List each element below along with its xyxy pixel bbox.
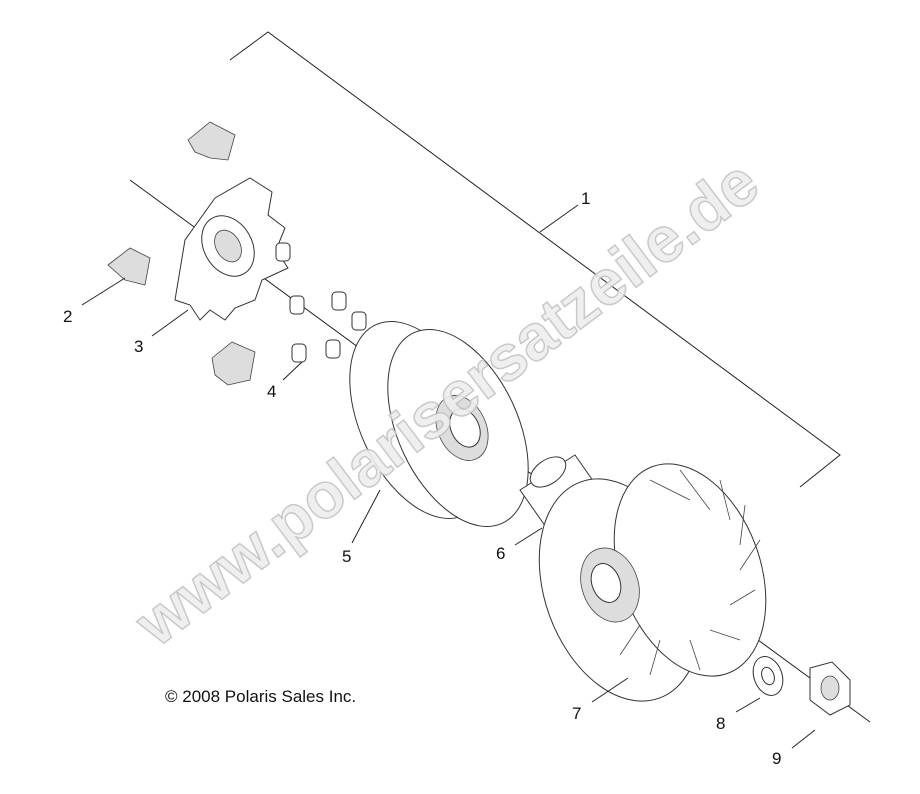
callout-5: 5 <box>342 547 351 566</box>
fan-sheave <box>538 463 767 702</box>
callout-4: 4 <box>267 382 276 401</box>
slider-block <box>107 121 256 386</box>
roller <box>275 242 367 363</box>
hex-nut <box>809 661 851 716</box>
pulley-sheave <box>349 321 529 527</box>
washer <box>752 656 784 696</box>
callout-6: 6 <box>496 544 505 563</box>
callout-9: 9 <box>772 749 781 768</box>
leader-lines <box>81 204 816 749</box>
spider-plate <box>174 177 289 321</box>
callout-8: 8 <box>716 714 725 733</box>
assembly-bracket <box>229 31 841 488</box>
callout-7: 7 <box>572 704 581 723</box>
copyright-text: © 2008 Polaris Sales Inc. <box>165 687 356 706</box>
callout-2: 2 <box>63 307 72 326</box>
callout-1: 1 <box>581 189 590 208</box>
callout-3: 3 <box>134 337 143 356</box>
